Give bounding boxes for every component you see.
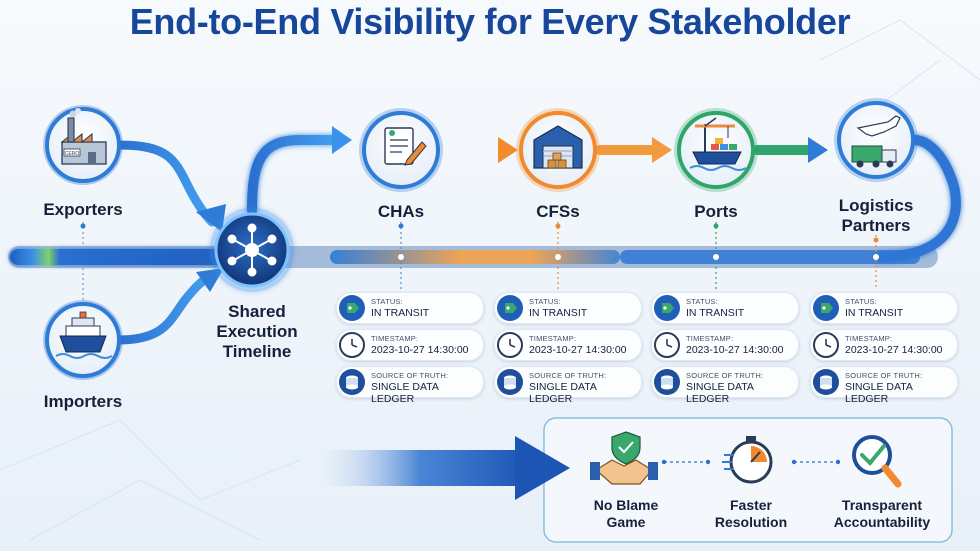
importers-label: Importers bbox=[43, 392, 123, 411]
source-row: SOURCE OF TRUTH: SINGLE DATA LEDGER bbox=[810, 366, 958, 405]
ports-label: Ports bbox=[694, 202, 738, 221]
source-key: SOURCE OF TRUTH: bbox=[686, 371, 764, 380]
source-value: SINGLE DATA LEDGER bbox=[686, 381, 754, 405]
warehouse-icon bbox=[533, 125, 583, 169]
status-card-ports: STATUS: IN TRANSIT TIMESTAMP: 2023-10-27… bbox=[651, 292, 799, 405]
ship-icon bbox=[55, 311, 113, 359]
connector-lines bbox=[82, 222, 877, 300]
arrowhead-ports bbox=[652, 137, 672, 163]
big-arrow bbox=[315, 436, 570, 500]
status-key: STATUS: bbox=[529, 297, 561, 306]
chas-label: CHAs bbox=[377, 202, 425, 221]
network-icon bbox=[227, 223, 277, 277]
clock-icon bbox=[339, 332, 365, 358]
cfss-node bbox=[516, 108, 600, 192]
timestamp-key: TIMESTAMP: bbox=[686, 334, 734, 343]
source-value: SINGLE DATA LEDGER bbox=[845, 381, 913, 405]
faster-resolution-label: Faster Resolution bbox=[714, 497, 788, 530]
source-row: SOURCE OF TRUTH: SINGLE DATA LEDGER bbox=[651, 366, 799, 405]
status-key: STATUS: bbox=[845, 297, 877, 306]
clock-icon bbox=[497, 332, 523, 358]
status-card-chas: STATUS: IN TRANSIT TIMESTAMP: 2023-10-27… bbox=[336, 292, 484, 405]
status-card-logistics: STATUS: IN TRANSIT TIMESTAMP: 2023-10-27… bbox=[810, 292, 958, 405]
page-title: End-to-End Visibility for Every Stakehol… bbox=[129, 1, 851, 42]
tag-icon bbox=[813, 295, 839, 321]
tag-icon bbox=[497, 295, 523, 321]
cfss-label: CFSs bbox=[536, 202, 580, 221]
source-key: SOURCE OF TRUTH: bbox=[845, 371, 923, 380]
status-row: STATUS: IN TRANSIT bbox=[336, 292, 484, 324]
magnifier-check-icon bbox=[852, 435, 902, 488]
port-crane-icon bbox=[689, 117, 747, 171]
status-value: IN TRANSIT bbox=[686, 307, 745, 319]
exporters-label: Exporters bbox=[43, 200, 123, 219]
plane-truck-icon bbox=[851, 115, 901, 168]
importers-node bbox=[43, 300, 123, 380]
arrowhead-logistics bbox=[808, 137, 828, 163]
status-row: STATUS: IN TRANSIT bbox=[651, 292, 799, 324]
source-key: SOURCE OF TRUTH: bbox=[371, 371, 449, 380]
source-row: SOURCE OF TRUTH: SINGLE DATA LEDGER bbox=[494, 366, 642, 405]
ports-node bbox=[674, 108, 758, 192]
arrowhead-chas bbox=[332, 126, 352, 154]
exporters-node: CERO bbox=[43, 105, 123, 185]
factory-sign-text: CERO bbox=[65, 151, 80, 157]
timestamp-row: TIMESTAMP: 2023-10-27 14:30:00 bbox=[810, 329, 958, 361]
timestamp-row: TIMESTAMP: 2023-10-27 14:30:00 bbox=[651, 329, 799, 361]
status-row: STATUS: IN TRANSIT bbox=[810, 292, 958, 324]
logistics-label: Logistics Partners bbox=[838, 196, 914, 235]
database-icon bbox=[813, 369, 839, 395]
chas-node bbox=[359, 108, 443, 192]
status-row: STATUS: IN TRANSIT bbox=[494, 292, 642, 324]
status-value: IN TRANSIT bbox=[529, 307, 588, 319]
timestamp-key: TIMESTAMP: bbox=[529, 334, 577, 343]
logistics-node bbox=[834, 98, 918, 182]
database-icon bbox=[654, 369, 680, 395]
timestamp-row: TIMESTAMP: 2023-10-27 14:30:00 bbox=[336, 329, 484, 361]
factory-icon: CERO bbox=[60, 108, 107, 165]
clock-icon bbox=[654, 332, 680, 358]
timestamp-value: 2023-10-27 14:30:00 bbox=[529, 344, 627, 356]
shared-timeline-hub bbox=[210, 208, 294, 292]
no-blame-label: No Blame Game bbox=[593, 497, 659, 530]
status-key: STATUS: bbox=[686, 297, 718, 306]
flow-arrows bbox=[113, 126, 828, 345]
arrowhead-importers bbox=[196, 268, 224, 292]
stopwatch-icon bbox=[722, 436, 773, 484]
status-value: IN TRANSIT bbox=[845, 307, 904, 319]
timestamp-value: 2023-10-27 14:30:00 bbox=[371, 344, 469, 356]
timestamp-key: TIMESTAMP: bbox=[845, 334, 893, 343]
handshake-shield-icon bbox=[590, 431, 658, 485]
document-icon bbox=[384, 127, 427, 166]
database-icon bbox=[497, 369, 523, 395]
transparent-accountability-label: Transparent Accountability bbox=[833, 497, 931, 530]
tag-icon bbox=[339, 295, 365, 321]
benefit-connector-dots bbox=[661, 459, 841, 465]
clock-icon bbox=[813, 332, 839, 358]
status-card-cfss: STATUS: IN TRANSIT TIMESTAMP: 2023-10-27… bbox=[494, 292, 642, 405]
database-icon bbox=[339, 369, 365, 395]
connector-dots bbox=[80, 223, 879, 260]
source-value: SINGLE DATA LEDGER bbox=[371, 381, 439, 405]
timestamp-key: TIMESTAMP: bbox=[371, 334, 419, 343]
arrowhead-cfss bbox=[498, 137, 518, 163]
status-value: IN TRANSIT bbox=[371, 307, 430, 319]
timestamp-value: 2023-10-27 14:30:00 bbox=[845, 344, 943, 356]
status-key: STATUS: bbox=[371, 297, 403, 306]
source-row: SOURCE OF TRUTH: SINGLE DATA LEDGER bbox=[336, 366, 484, 405]
tag-icon bbox=[654, 295, 680, 321]
source-value: SINGLE DATA LEDGER bbox=[529, 381, 597, 405]
timestamp-value: 2023-10-27 14:30:00 bbox=[686, 344, 784, 356]
timeline-bar bbox=[8, 135, 961, 268]
shared-timeline-label: Shared Execution Timeline bbox=[216, 302, 298, 361]
timestamp-row: TIMESTAMP: 2023-10-27 14:30:00 bbox=[494, 329, 642, 361]
source-key: SOURCE OF TRUTH: bbox=[529, 371, 607, 380]
